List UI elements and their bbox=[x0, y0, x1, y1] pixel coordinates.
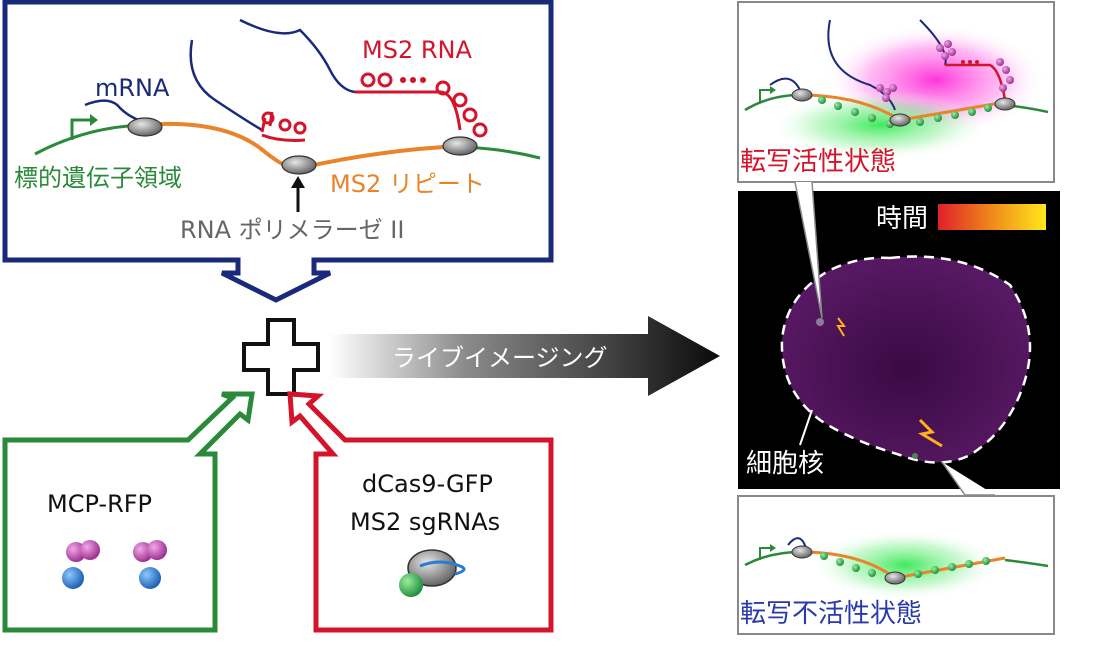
label-active-state: 転写活性状態 bbox=[740, 147, 896, 177]
active-green-beads bbox=[818, 96, 992, 128]
microscopy-image: 時間 細胞核 bbox=[738, 191, 1060, 489]
label-ms2-sgrnas: MS2 sgRNAs bbox=[350, 508, 500, 536]
spot-active-icon bbox=[836, 317, 846, 337]
nascent-rna-strand-2 bbox=[239, 18, 356, 94]
nascent-rna-strand bbox=[189, 39, 263, 132]
rna-pol-1 bbox=[127, 117, 163, 137]
top-panel: mRNA MS2 RNA 標的遺伝子領域 MS2 リピート RNA ポリメラーゼ… bbox=[2, 0, 554, 303]
label-ms2-repeat: MS2 リピート bbox=[330, 170, 485, 198]
active-pink-clusters bbox=[876, 40, 1014, 102]
promoter-arrowhead-icon bbox=[90, 114, 98, 126]
label-mcp-rfp: MCP-RFP bbox=[47, 490, 152, 518]
active-state-panel: 転写活性状態 bbox=[737, 1, 1055, 183]
plus-sign bbox=[242, 318, 320, 396]
label-time: 時間 bbox=[876, 204, 928, 234]
live-imaging-arrow: ライブイメージング bbox=[330, 316, 720, 396]
rna-pol-3 bbox=[442, 136, 478, 156]
callout-active bbox=[794, 181, 823, 319]
ms2-hairpins-small bbox=[260, 111, 307, 142]
label-mrna: mRNA bbox=[95, 74, 170, 102]
top-panel-frame bbox=[2, 0, 554, 303]
label-inactive-state: 転写不活性状態 bbox=[740, 599, 922, 629]
label-rna-pol2: RNA ポリメラーゼ II bbox=[180, 216, 404, 244]
mcp-rfp-icon-2 bbox=[133, 540, 167, 589]
ms2-hairpins-large bbox=[355, 72, 488, 138]
ms2-dots bbox=[400, 77, 426, 83]
red-panel-frame bbox=[287, 391, 554, 633]
nucleus-shape bbox=[781, 256, 1030, 463]
green-panel-frame bbox=[2, 391, 255, 633]
label-nucleus: 細胞核 bbox=[746, 449, 824, 479]
label-dcas9-gfp: dCas9-GFP bbox=[362, 470, 493, 498]
pol-pointer-arrowhead-icon bbox=[291, 176, 305, 188]
rna-pol-2 bbox=[281, 155, 317, 175]
mcp-rfp-icon-1 bbox=[62, 540, 100, 589]
inactive-green-beads bbox=[820, 552, 990, 578]
spot-inactive-icon bbox=[917, 418, 943, 448]
green-panel: MCP-RFP bbox=[2, 391, 255, 633]
dcas9-gfp-icon bbox=[399, 549, 466, 597]
label-ms2-rna: MS2 RNA bbox=[362, 36, 472, 64]
label-live-imaging: ライブイメージング bbox=[392, 344, 608, 372]
time-gradient-bar bbox=[938, 204, 1046, 230]
inactive-state-panel: 転写不活性状態 bbox=[737, 495, 1055, 635]
label-target-region: 標的遺伝子領域 bbox=[14, 164, 182, 192]
nucleus-outline bbox=[780, 255, 1032, 464]
red-panel: dCas9-GFP MS2 sgRNAs bbox=[287, 391, 554, 633]
promoter-arrow-icon bbox=[70, 118, 92, 140]
